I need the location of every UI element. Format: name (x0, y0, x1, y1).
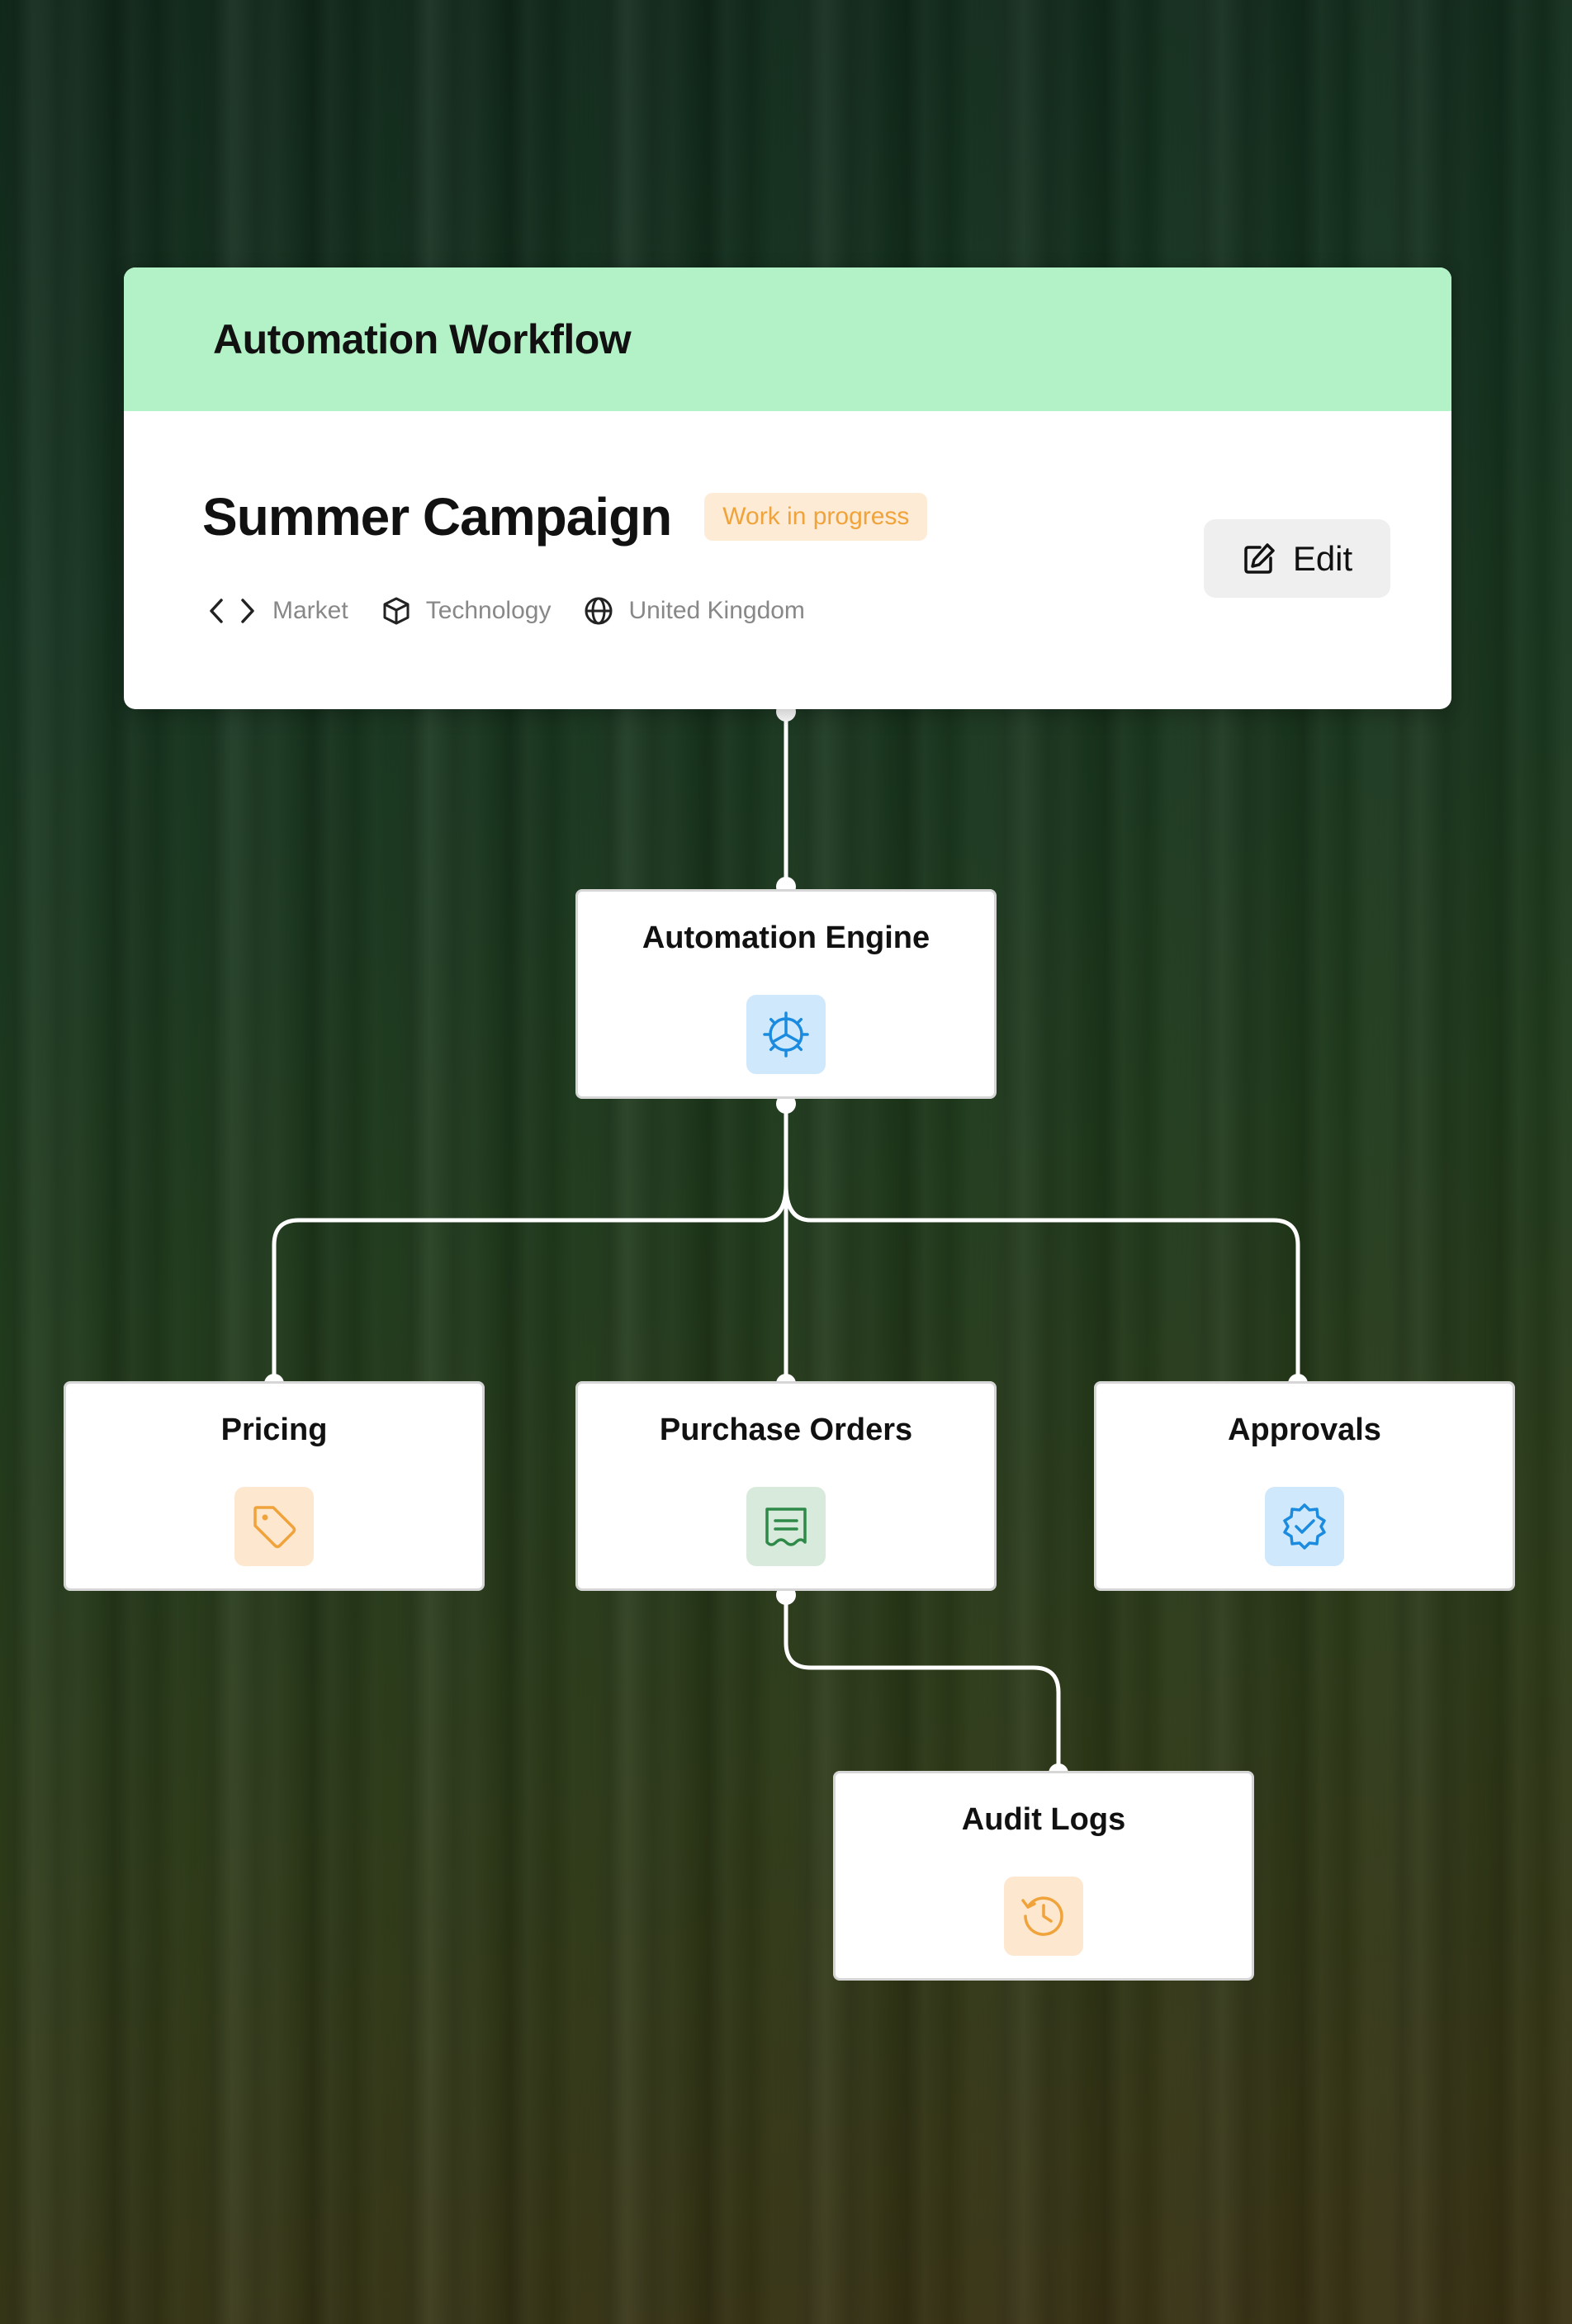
gear-icon (746, 995, 826, 1074)
meta-country: United Kingdom (584, 596, 805, 626)
code-icon (210, 599, 254, 623)
edit-button[interactable]: Edit (1204, 519, 1390, 598)
campaign-row: Summer Campaign Work in progress (202, 486, 928, 547)
node-title: Automation Engine (642, 921, 930, 955)
node-title: Audit Logs (961, 1802, 1126, 1837)
node-approvals[interactable]: Approvals (1094, 1381, 1515, 1591)
node-automation-engine[interactable]: Automation Engine (575, 889, 997, 1099)
workflow-title: Automation Workflow (213, 316, 632, 362)
campaign-meta: Market Technology United Kingdom (206, 596, 838, 626)
receipt-icon (746, 1487, 826, 1566)
meta-market: Market (206, 597, 348, 625)
status-badge: Work in progress (704, 493, 928, 541)
verified-badge-icon (1265, 1487, 1344, 1566)
edit-icon (1244, 542, 1275, 574)
meta-market-label: Market (272, 597, 348, 624)
meta-technology-label: Technology (425, 597, 552, 624)
edit-button-label: Edit (1292, 538, 1353, 578)
tag-icon (234, 1487, 314, 1566)
node-purchase-orders[interactable]: Purchase Orders (575, 1381, 997, 1591)
history-icon (1004, 1877, 1083, 1956)
node-audit-logs[interactable]: Audit Logs (833, 1771, 1254, 1981)
node-pricing[interactable]: Pricing (64, 1381, 485, 1591)
globe-icon (585, 597, 613, 625)
meta-country-label: United Kingdom (628, 597, 805, 624)
workflow-header: Automation Workflow (124, 267, 1451, 411)
workflow-card: Automation Workflow Summer Campaign Work… (124, 267, 1451, 709)
meta-technology: Technology (381, 596, 552, 626)
node-title: Pricing (220, 1413, 328, 1447)
cube-icon (383, 597, 410, 625)
node-title: Approvals (1228, 1413, 1381, 1447)
node-title: Purchase Orders (659, 1413, 913, 1447)
campaign-name: Summer Campaign (202, 487, 672, 547)
